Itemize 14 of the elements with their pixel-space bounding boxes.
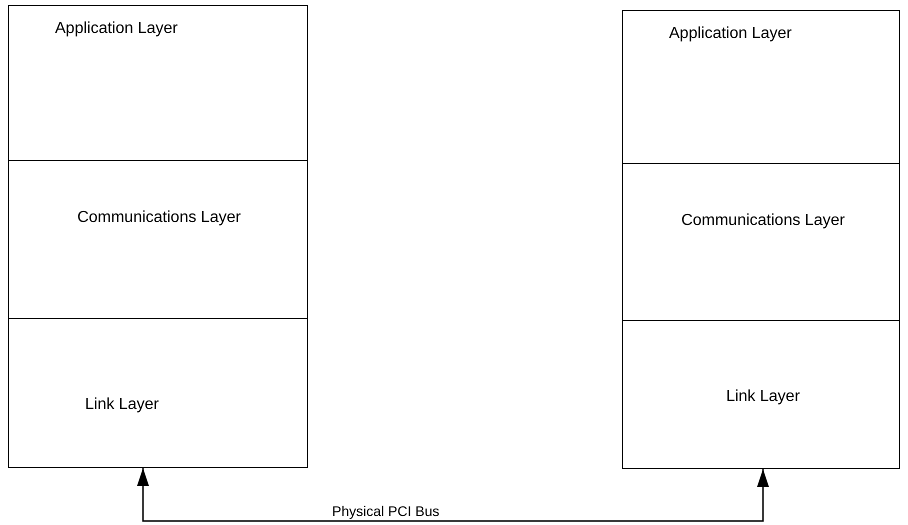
layer-name: Link Layer [85, 395, 160, 415]
layer-box [8, 160, 308, 319]
layer-name: Application Layer [55, 19, 179, 39]
layer-name: Communications Layer [76, 208, 242, 228]
layer-box [622, 320, 900, 469]
edge-label: Physical PCI Bus [330, 503, 442, 519]
connector-arrow [137, 468, 769, 522]
layer-box [622, 163, 900, 321]
layer-name: Application Layer [669, 24, 793, 44]
layer-box [8, 5, 308, 161]
layer-box [622, 10, 900, 164]
layer-name: Link Layer [725, 387, 801, 407]
layer-box [8, 318, 308, 468]
layer-name: Communications Layer [680, 211, 846, 231]
